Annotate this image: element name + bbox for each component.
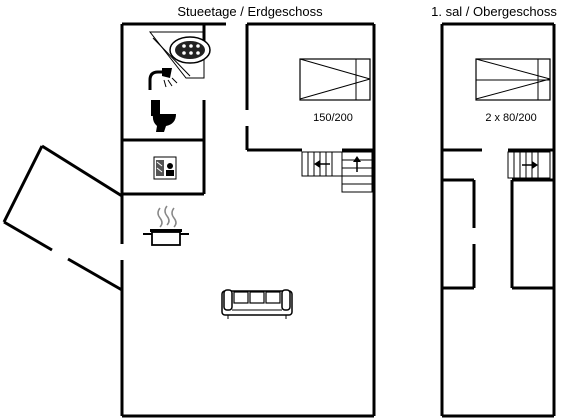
stairs-icon	[301, 151, 373, 193]
washing-machine-icon	[153, 156, 177, 180]
double-bed-icon	[299, 58, 371, 101]
toilet-icon	[151, 100, 176, 132]
upper-floor-title: 1. sal / Obergeschoss	[431, 4, 557, 19]
upper-floor-bed-label: 2 x 80/200	[485, 112, 536, 124]
ground-floor-title: Stueetage / Erdgeschoss	[177, 4, 323, 19]
sofa-icon	[221, 289, 293, 319]
upper-floor-walls	[440, 22, 556, 418]
shower-icon	[148, 68, 178, 90]
single-beds-icon	[475, 58, 551, 101]
ground-floor-walls	[120, 22, 376, 418]
upper-stairs-icon	[507, 151, 551, 179]
terrace-outline	[2, 144, 123, 292]
cooking-pot-icon	[143, 205, 189, 246]
bathtub-icon	[148, 31, 211, 79]
ground-floor-bed-label: 150/200	[313, 112, 353, 124]
